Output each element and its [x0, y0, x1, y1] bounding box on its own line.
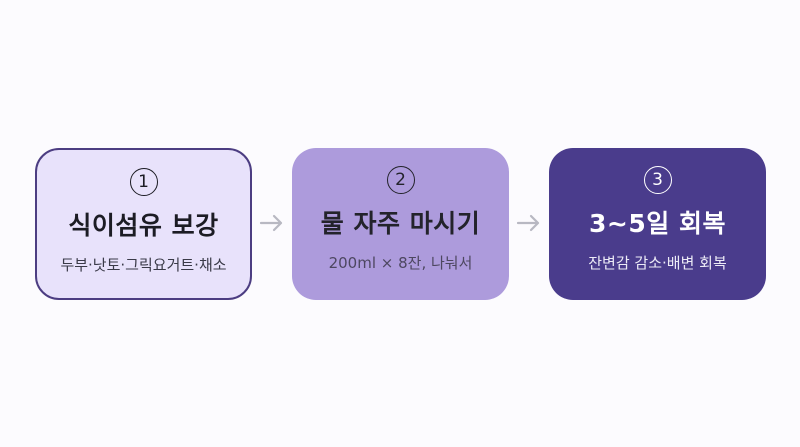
step-title: 식이섬유 보강 — [68, 211, 219, 240]
step-subtitle: 두부·낫토·그릭요거트·채소 — [60, 256, 227, 274]
step-number-badge: 1 — [129, 168, 158, 196]
step-card-1: 1 식이섬유 보강 두부·낫토·그릭요거트·채소 — [35, 148, 252, 300]
step-subtitle: 잔변감 감소·배변 회복 — [588, 254, 727, 272]
step-number-badge: 2 — [386, 166, 415, 194]
step-subtitle: 200ml × 8잔, 나눠서 — [328, 254, 473, 272]
step-number-badge: 3 — [643, 166, 672, 194]
step-title: 물 자주 마시기 — [320, 209, 481, 238]
step-title: 3~5일 회복 — [589, 209, 726, 238]
step-card-2: 2 물 자주 마시기 200ml × 8잔, 나눠서 — [292, 148, 509, 300]
step-card-3: 3 3~5일 회복 잔변감 감소·배변 회복 — [549, 148, 766, 300]
arrow-right-icon — [259, 214, 283, 232]
arrow-right-icon — [516, 214, 540, 232]
